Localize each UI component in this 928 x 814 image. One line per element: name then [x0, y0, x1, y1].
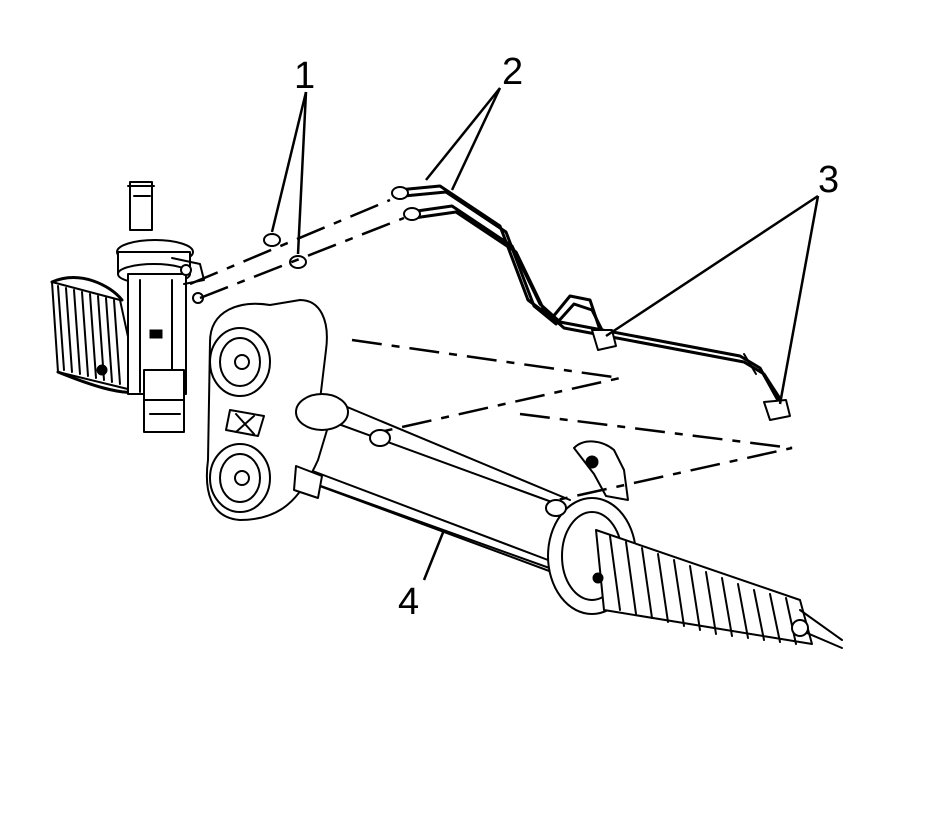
mounting-bracket: [205, 299, 349, 521]
o-rings: [263, 233, 307, 269]
callout-3: 3: [818, 159, 839, 201]
fitting-ports: [369, 429, 567, 517]
callout-2: 2: [502, 51, 523, 93]
left-bellows-boot: [50, 276, 142, 395]
hydraulic-lines: [391, 184, 791, 421]
callout-1: 1: [294, 55, 315, 97]
callout-4: 4: [398, 581, 419, 623]
alignment-lines: [189, 198, 793, 504]
callout-leaders: [270, 87, 820, 581]
right-end-assembly: [547, 440, 843, 649]
valve-housing: [116, 181, 205, 433]
